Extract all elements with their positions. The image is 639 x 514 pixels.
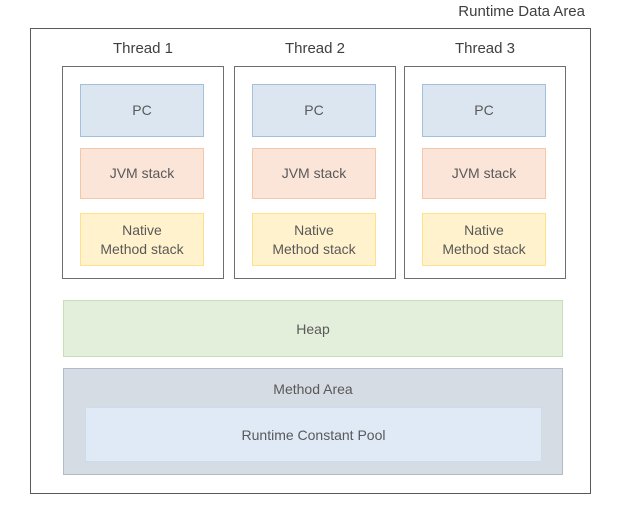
thread-2-box: PC JVM stack Native Method stack (234, 66, 396, 279)
jvm-stack-box: JVM stack (252, 148, 376, 199)
native-method-stack-box: Native Method stack (252, 213, 376, 266)
runtime-data-area-container: Thread 1 PC JVM stack Native Method stac… (30, 28, 591, 494)
thread-2-label: Thread 2 (284, 40, 346, 57)
jvm-stack-box: JVM stack (80, 148, 204, 199)
native-method-stack-box: Native Method stack (80, 213, 204, 266)
method-area-box: Method Area Runtime Constant Pool (63, 368, 563, 475)
thread-1-box: PC JVM stack Native Method stack (62, 66, 224, 279)
pc-box: PC (252, 84, 376, 137)
jvm-stack-box: JVM stack (422, 148, 546, 199)
thread-group-1: Thread 1 PC JVM stack Native Method stac… (62, 37, 224, 279)
pc-box: PC (80, 84, 204, 137)
method-area-label: Method Area (273, 381, 353, 397)
heap-box: Heap (63, 300, 563, 357)
runtime-constant-pool-box: Runtime Constant Pool (85, 407, 542, 462)
thread-1-label: Thread 1 (112, 40, 174, 57)
pc-box: PC (422, 84, 546, 137)
thread-3-label: Thread 3 (454, 40, 516, 57)
thread-group-3: Thread 3 PC JVM stack Native Method stac… (404, 37, 566, 279)
thread-group-2: Thread 2 PC JVM stack Native Method stac… (234, 37, 396, 279)
diagram-title: Runtime Data Area (458, 3, 585, 20)
thread-3-box: PC JVM stack Native Method stack (404, 66, 566, 279)
native-method-stack-box: Native Method stack (422, 213, 546, 266)
